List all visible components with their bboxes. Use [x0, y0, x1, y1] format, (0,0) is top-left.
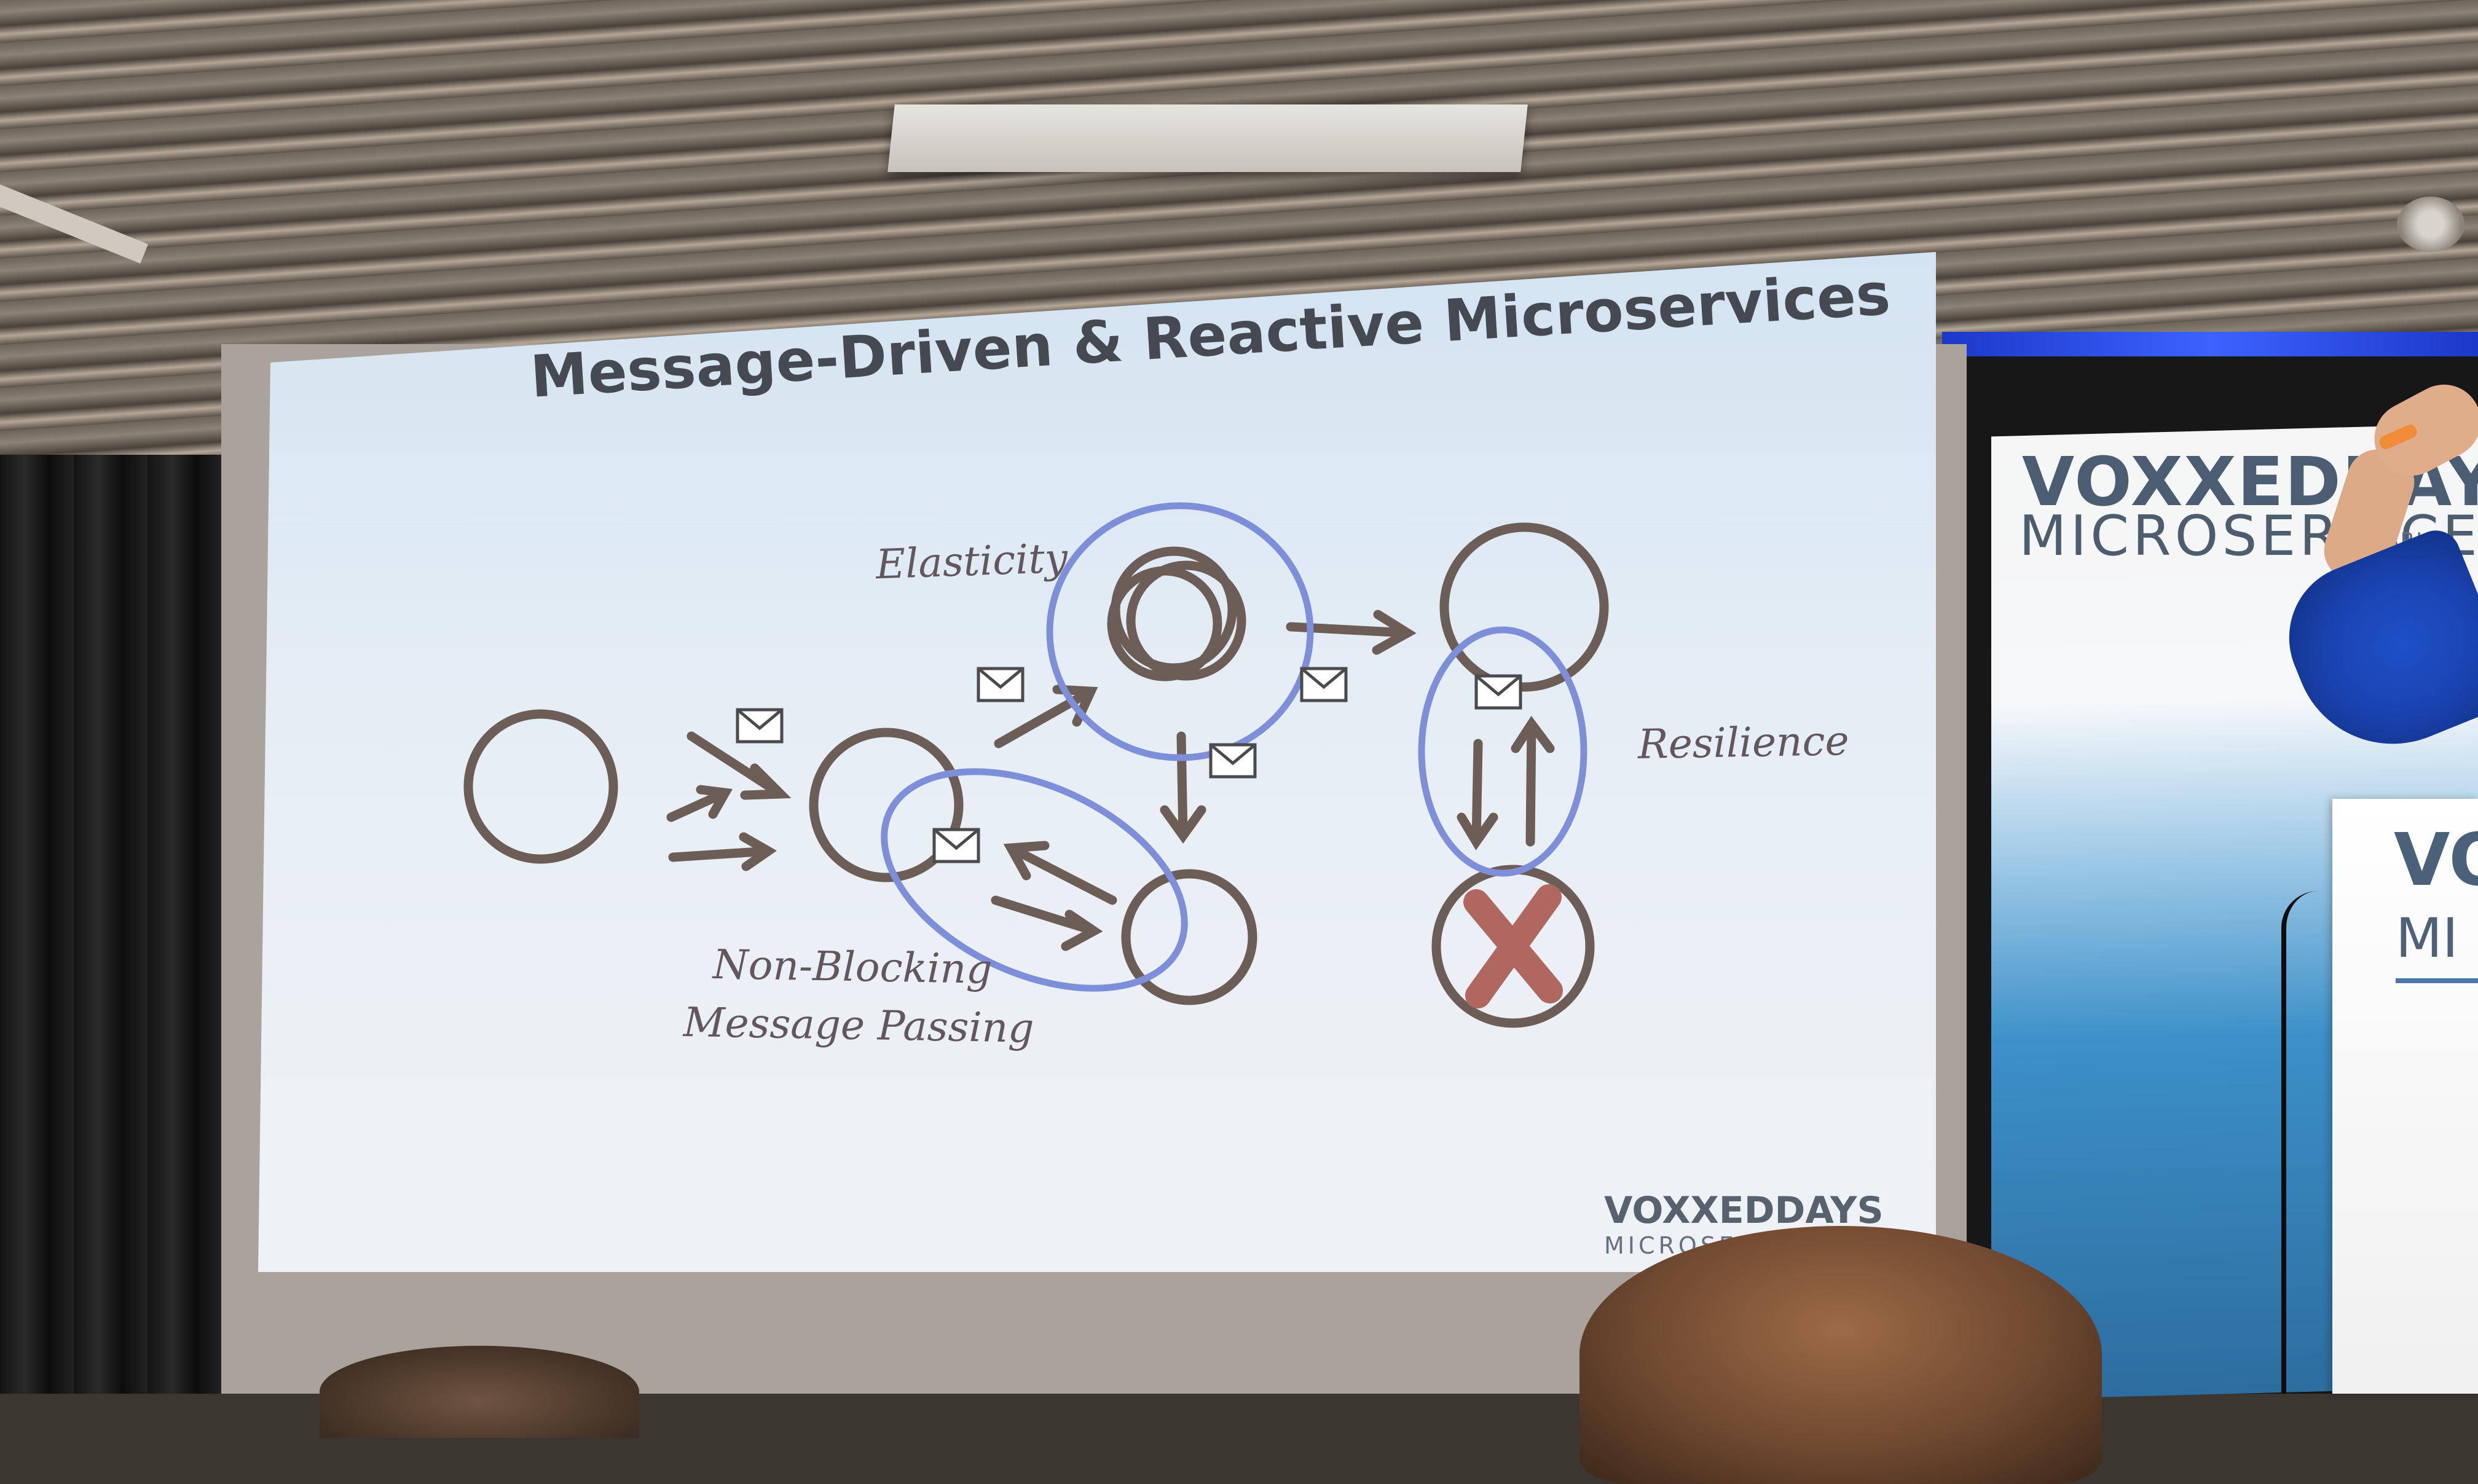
- stage-blue-light: [1942, 332, 2478, 356]
- label-non-blocking-line1: Non-Blocking: [712, 941, 993, 993]
- slide-brand-logo: VOXXEDDAYS: [1604, 1189, 1884, 1232]
- audience-head-left: [320, 1346, 639, 1438]
- label-non-blocking-line2: Message Passing: [683, 999, 1035, 1052]
- audience-head-right: [1579, 1226, 2102, 1484]
- podium: [2332, 799, 2478, 1394]
- podium-subtitle: MI: [2396, 906, 2458, 970]
- podium-rule: [2396, 978, 2478, 983]
- label-elasticity: Elasticity: [875, 534, 1069, 589]
- podium-brand: VO: [2394, 817, 2478, 902]
- ceiling-speaker: [2397, 197, 2464, 252]
- stage-curtain: [0, 455, 264, 1394]
- label-resilience: Resilience: [1637, 717, 1850, 768]
- ceiling-light: [887, 104, 1528, 172]
- microphone-cable: [2281, 891, 2354, 1394]
